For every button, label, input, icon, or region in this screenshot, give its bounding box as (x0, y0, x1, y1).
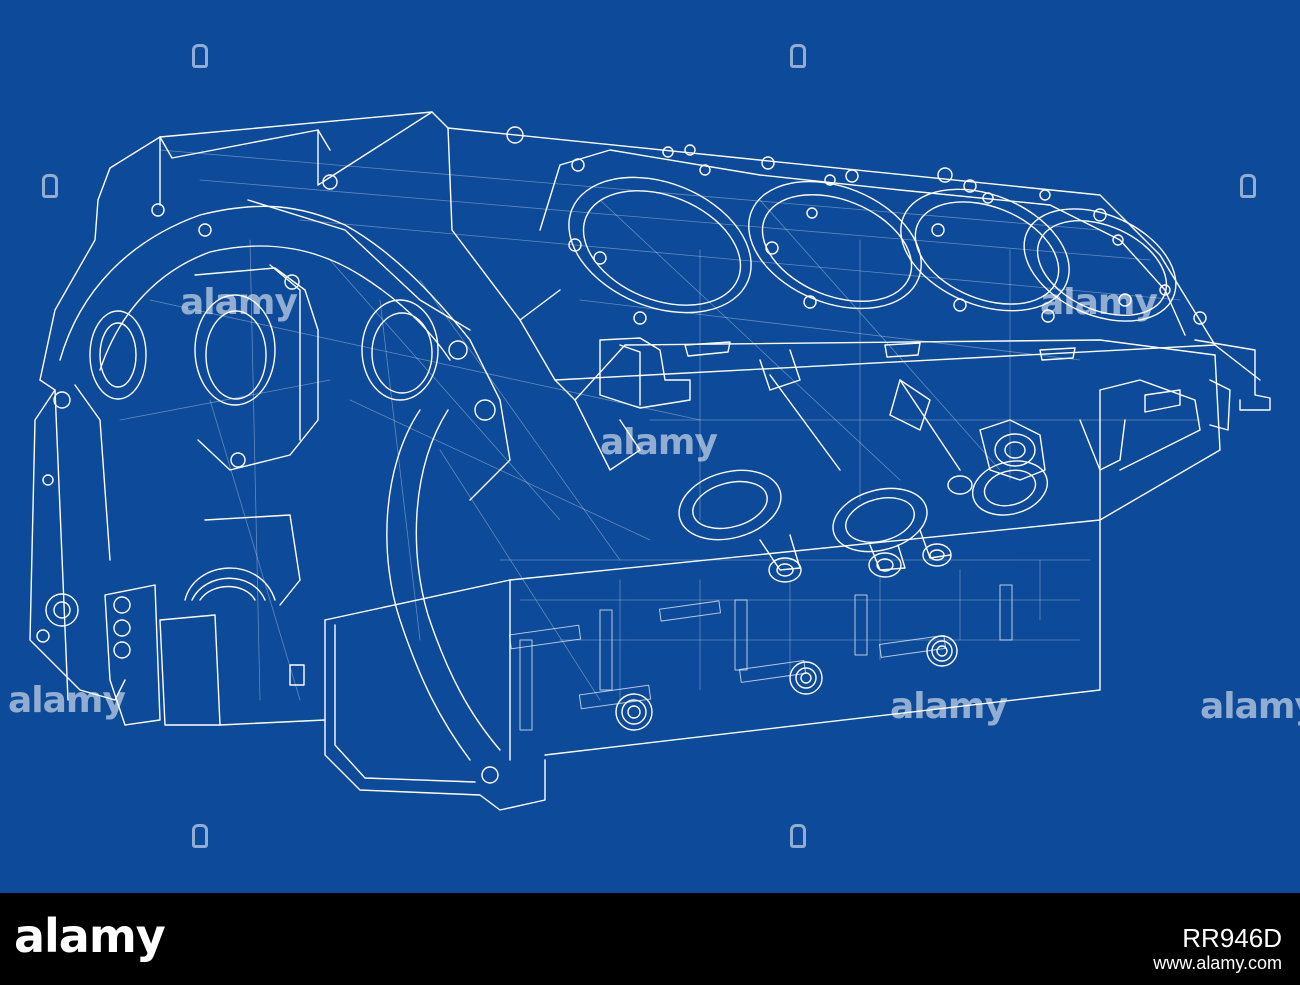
site-url[interactable]: www.alamy.com (1153, 953, 1282, 973)
watermark-mark-icon (192, 44, 208, 68)
stock-footer-bar: alamy RR946D www.alamy.com (0, 893, 1300, 985)
watermark-mark-icon (790, 824, 806, 848)
watermark-mark-icon (790, 44, 806, 68)
watermark-mark-icon (1240, 174, 1256, 198)
engine-block-blueprint: alamy alamy alamy alamy alamy alamy (0, 0, 1300, 893)
watermark-logo: alamy (1040, 282, 1158, 323)
watermark-logo: alamy (890, 686, 1008, 727)
watermark-logo: alamy (180, 282, 298, 323)
watermark-mark-icon (192, 824, 208, 848)
engine-block-wireframe (29, 111, 1271, 811)
watermark-mark-icon (42, 174, 58, 198)
watermark-logo: alamy (600, 422, 718, 463)
watermark-logo: alamy (8, 680, 126, 721)
image-id: RR946D (1182, 923, 1282, 953)
watermark-logo: alamy (1200, 686, 1300, 727)
footer-logo[interactable]: alamy (14, 909, 166, 963)
